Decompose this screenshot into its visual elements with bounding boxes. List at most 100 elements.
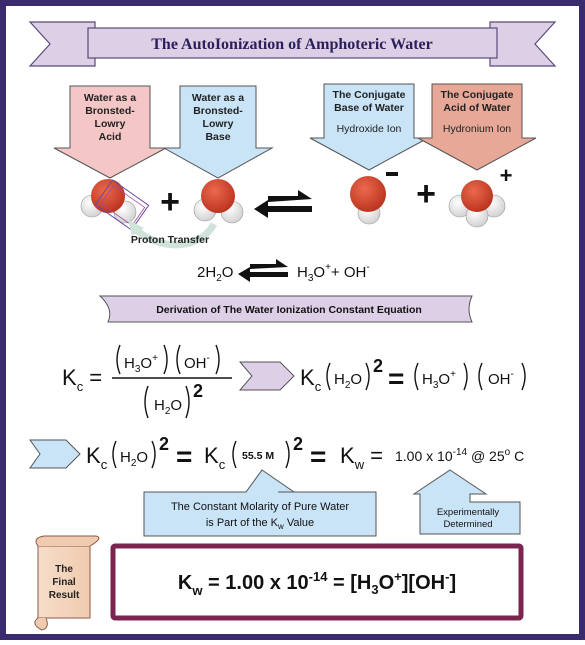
conj-base-line3: Hydroxide Ion: [337, 123, 402, 135]
acid-label-line3: Lowry: [95, 118, 126, 130]
kc2-sub-c: c: [315, 379, 322, 394]
kc-num-oh: OH-: [184, 353, 210, 372]
kc-k: K: [62, 365, 77, 390]
chevron-arrow-icon: [238, 361, 295, 391]
kc2-sub: 2: [345, 380, 351, 391]
kc2-h3o-sub: 3: [433, 380, 439, 391]
kw-kc2-sub: c: [219, 457, 226, 472]
reaction-left-sub: 2: [216, 273, 222, 284]
base-label-line2: Bronsted-: [193, 105, 243, 117]
acid-label-line4: Acid: [99, 131, 122, 143]
kc-num-h: H: [124, 355, 135, 372]
kc-num-o: O: [140, 355, 152, 372]
kw-molarity: 55.5 M: [242, 450, 274, 462]
kw-k: K: [340, 443, 355, 468]
derivation-banner: Derivation of The Water Ionization Const…: [98, 295, 473, 323]
derivation-banner-text: Derivation of The Water Ionization Const…: [156, 304, 422, 316]
final-close: ]: [449, 572, 456, 594]
final-sub-w: w: [191, 583, 203, 598]
conj-acid-line2: Acid of Water: [443, 102, 510, 114]
molarity-note-arrow: The Constant Molarity of Pure Water is P…: [143, 469, 377, 537]
reaction-left-o: O: [222, 264, 234, 281]
kw-kc2-k: K: [204, 443, 219, 468]
kc2-oh-text: OH: [488, 371, 511, 388]
kc-num-sub: 3: [135, 364, 141, 375]
kc2-oh: OH-: [488, 369, 514, 388]
acid-label-arrow: Water as a Bronsted- Lowry Acid: [53, 85, 167, 179]
kw-kc-1: Kc: [86, 443, 108, 472]
acid-label-line1: Water as a: [84, 92, 136, 104]
kw-value-deg: o: [505, 447, 511, 458]
kc2-h2o: H2O: [334, 371, 362, 391]
final-k: K: [178, 572, 193, 594]
final-oh: ][OH: [402, 572, 445, 594]
experimental-note-arrow: Experimentally Determined: [412, 469, 521, 535]
plus-sign-right: +: [416, 175, 436, 213]
kw-kc1-k: K: [86, 443, 101, 468]
reaction-right: H3O++ OH-: [297, 262, 370, 284]
scroll-line3: Result: [49, 590, 80, 601]
kw-h2o-h: H: [120, 449, 131, 466]
proton-transfer-label: Proton Transfer: [131, 234, 209, 246]
reaction-oh-sup: -: [366, 262, 369, 273]
kc2-h3o-h: H: [422, 371, 433, 388]
kc-sub-c: c: [77, 379, 84, 394]
kc-symbol: Kc =: [62, 365, 102, 394]
final-equation: Kw = 1.00 x 10-14 = [H3O+][OH-]: [178, 569, 456, 598]
base-label-line3: Lowry: [203, 118, 234, 130]
kc-num-oh-sup: -: [207, 353, 210, 364]
hydroxide-ion: [350, 172, 398, 225]
water-molecule-base: [193, 179, 244, 224]
kw-equals-3: =: [370, 443, 383, 468]
reaction-left: 2H2O: [197, 264, 233, 284]
final-o: O: [379, 572, 395, 594]
kw-sub-w: w: [354, 457, 365, 472]
final-sup-minus: -: [445, 569, 449, 584]
kc2-o: O: [350, 371, 362, 388]
final-result-box: Kw = 1.00 x 10-14 = [H3O+][OH-]: [110, 543, 524, 621]
kw-h2o: H2O: [120, 449, 148, 469]
negative-charge-icon: [386, 172, 398, 176]
kc2-squared: 2: [373, 356, 383, 376]
kc-den-h2o: H2O: [154, 397, 182, 417]
final-exp: -14: [309, 569, 329, 584]
positive-charge-icon: +: [500, 163, 513, 188]
kw-value: 1.00 x 10-14 @ 25o C: [395, 447, 524, 464]
base-label-line1: Water as a: [192, 92, 244, 104]
kc-num-sup: +: [152, 353, 158, 364]
kw-squared-1: 2: [159, 434, 169, 454]
scroll-line1: The: [55, 564, 73, 575]
water-molecule-acid: [80, 179, 150, 231]
plus-sign-left: +: [160, 183, 180, 221]
kc2-oh-sup: -: [511, 369, 514, 380]
kw-symbol: Kw =: [340, 443, 383, 472]
kw-equation: Kc H2O 2 = Kc 55.5 M 2 = Kw = 1.00 x 10-1…: [29, 434, 524, 472]
kw-equals-1: =: [176, 441, 192, 472]
molarity-note-line1: The Constant Molarity of Pure Water: [171, 501, 349, 513]
kw-squared-2: 2: [293, 434, 303, 454]
kc2-h3o-sup: +: [450, 369, 456, 380]
kw-kc1-sub: c: [101, 457, 108, 472]
conj-acid-line1: The Conjugate: [441, 89, 514, 101]
kw-value-exp: -14: [453, 447, 468, 458]
acid-label-line2: Bronsted-: [85, 105, 135, 117]
kc-equals: =: [89, 365, 102, 390]
reaction-equation: 2H2O H3O++ OH-: [197, 259, 370, 284]
conj-base-line2: Base of Water: [334, 102, 404, 114]
kc2-h: H: [334, 371, 345, 388]
kc2-h3o-o: O: [438, 371, 450, 388]
molarity-note-sub: w: [277, 522, 284, 531]
base-label-line4: Base: [205, 131, 230, 143]
kc-equation: Kc= H3O+ OH- H2O 2 Kc H2O 2 = H3O+ OH-: [62, 344, 526, 419]
reaction-h3o-h: H: [297, 264, 308, 281]
kw-kc-2: Kc: [204, 443, 226, 472]
final-result-scroll: The Final Result: [34, 535, 100, 631]
kc2-k: K: [300, 365, 315, 390]
reaction-h3o-sub: 3: [308, 273, 314, 284]
kc-den-o: O: [170, 397, 182, 414]
kc-symbol-2: Kc: [300, 365, 322, 394]
kw-value-base: 1.00 x 10: [395, 448, 453, 464]
hydronium-ion: +: [448, 163, 513, 228]
